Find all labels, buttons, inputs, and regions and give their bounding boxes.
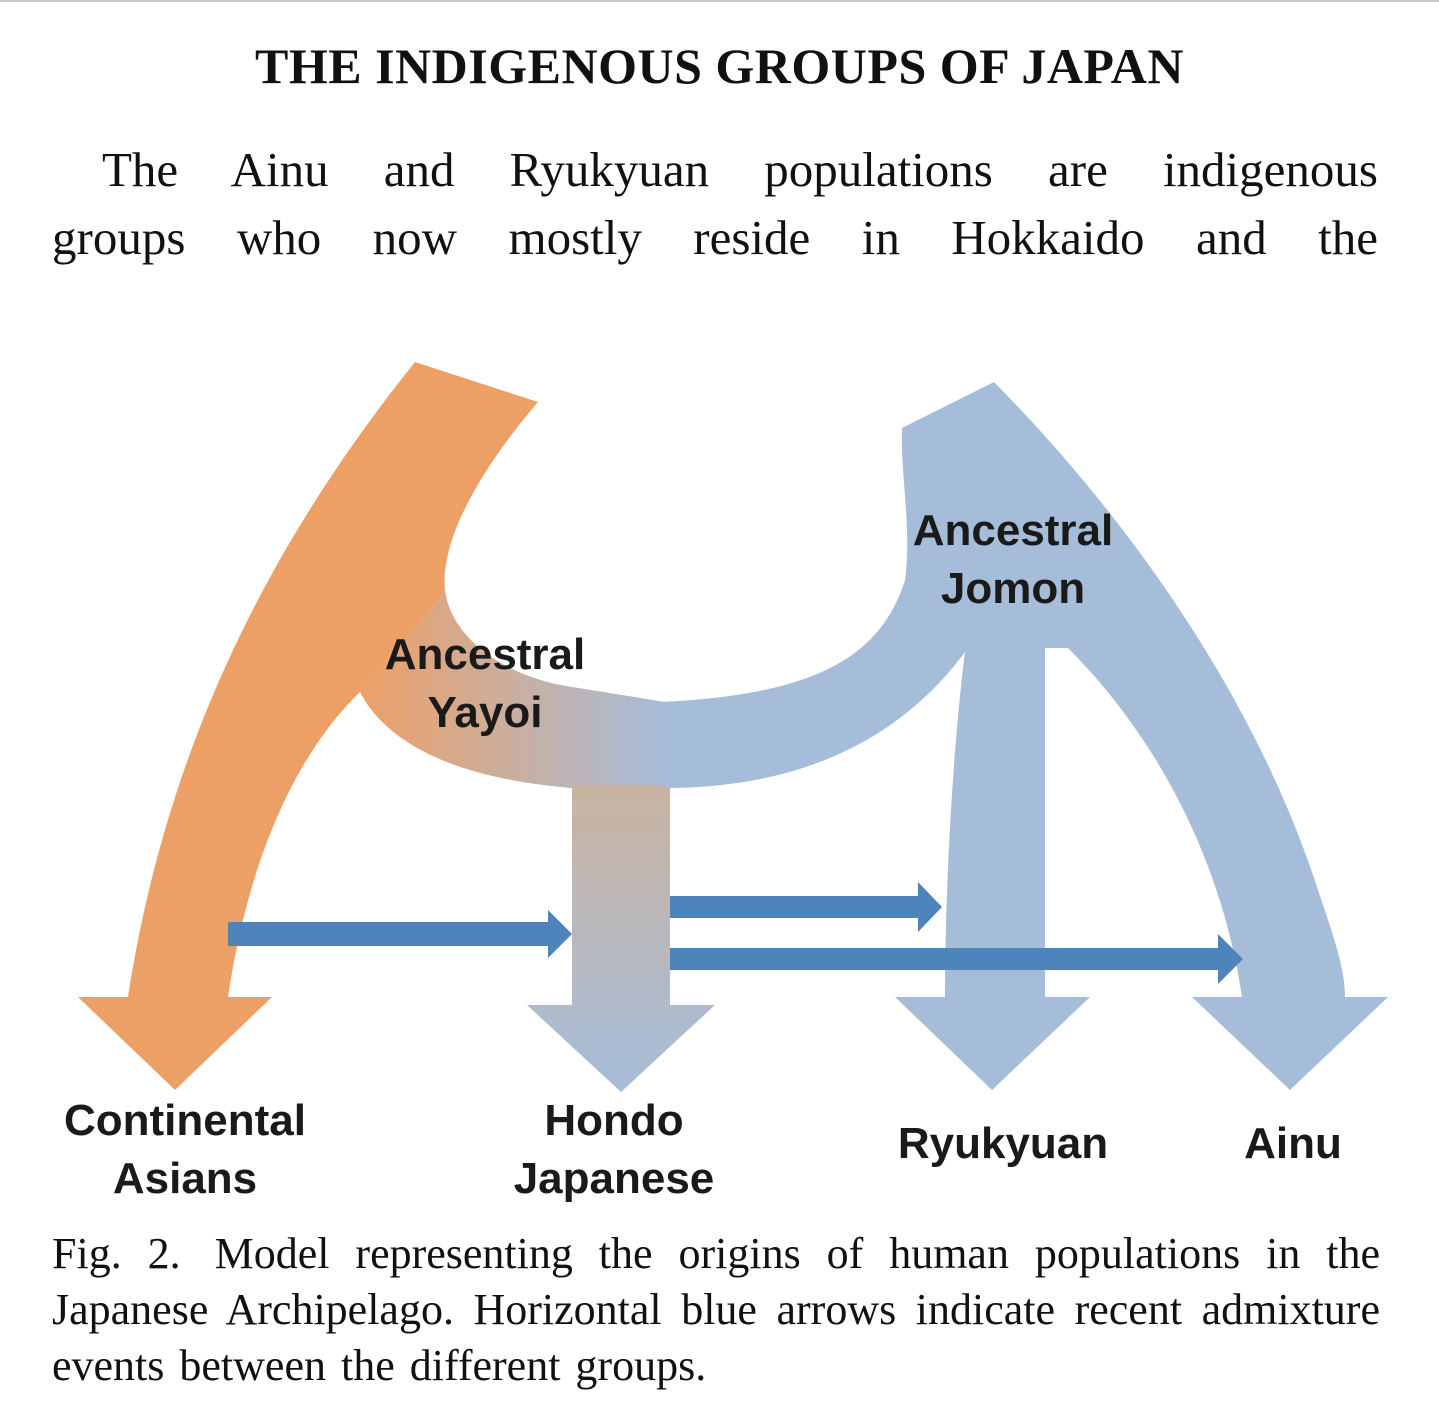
top-rule: [0, 0, 1439, 2]
yayoi-hondo-flow: [360, 590, 665, 788]
ancestral-jomon-trunk: [660, 382, 1388, 1090]
label-ancestral-jomon-line2: Jomon: [940, 564, 1086, 613]
admixture-arrows: [228, 882, 1243, 984]
figure-caption: Fig. 2.Model representing the origins of…: [52, 1226, 1380, 1394]
hondo-japanese-arrow: [527, 785, 715, 1092]
paragraph-line-1: The Ainu and Ryukyuan populations are in…: [102, 142, 1378, 197]
label-hondo-japanese: Hondo Japanese: [484, 1092, 744, 1208]
label-ainu: Ainu: [1244, 1119, 1342, 1168]
label-ancestral-yayoi-line2: Yayoi: [427, 688, 543, 737]
label-ancestral-yayoi: Ancestral Yayoi: [365, 626, 605, 742]
label-continental-asians: Continental Asians: [40, 1092, 330, 1208]
continental-asians-arrow: [78, 362, 538, 1090]
section-heading: THE INDIGENOUS GROUPS OF JAPAN: [255, 38, 1184, 94]
admixture-arrow-hondo-ryukyuan: [670, 882, 942, 932]
label-continental-asians-line1: Continental: [64, 1096, 306, 1145]
admixture-arrow-hondo-ainu: [670, 934, 1243, 984]
label-ancestral-jomon: Ancestral Jomon: [893, 502, 1133, 618]
label-hondo-japanese-line1: Hondo: [544, 1096, 684, 1145]
figure-caption-text: Model representing the origins of human …: [52, 1229, 1381, 1390]
origin-diagram: [78, 362, 1388, 1092]
population-origin-figure: Ancestral Yayoi Ancestral Jomon Continen…: [0, 330, 1439, 1220]
admixture-arrow-continental-hondo: [228, 910, 572, 958]
label-continental-asians-line2: Asians: [112, 1154, 258, 1203]
label-ancestral-yayoi-line1: Ancestral: [384, 630, 586, 679]
body-paragraph: The Ainu and Ryukyuan populations are in…: [52, 136, 1378, 272]
label-ancestral-jomon-line1: Ancestral: [912, 506, 1114, 555]
label-ryukyuan: Ryukyuan: [897, 1119, 1109, 1168]
label-hondo-japanese-line2: Japanese: [513, 1154, 715, 1203]
paragraph-line-2: groups who now mostly reside in Hokkaido…: [52, 210, 1378, 265]
figure-caption-ref: Fig. 2.: [52, 1229, 181, 1278]
